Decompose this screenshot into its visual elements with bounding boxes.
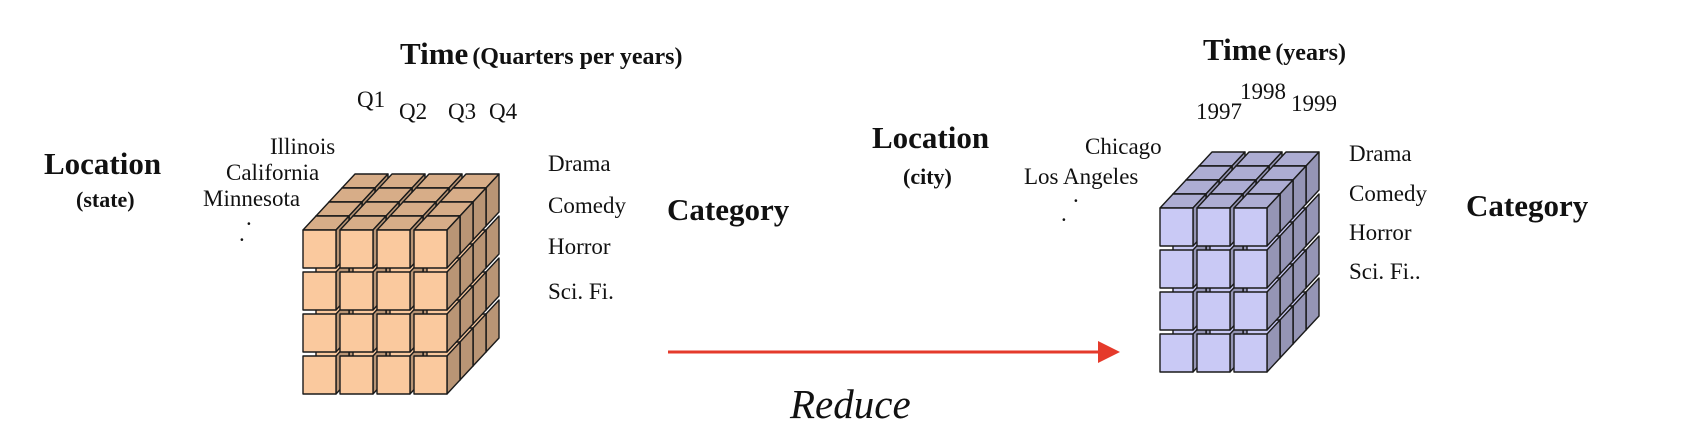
- cube-cell-front: [376, 271, 411, 311]
- right-time-axis-title: Time (years): [1203, 34, 1346, 65]
- cube-cell-front: [1159, 291, 1194, 331]
- cube-cell-front: [413, 229, 448, 269]
- cube-cell-front: [1159, 249, 1194, 289]
- cube-cell-front: [339, 271, 374, 311]
- reduce-arrow-head: [1098, 341, 1120, 363]
- right-location-label: Chicago: [1085, 134, 1162, 159]
- cube-cell-front: [1233, 207, 1268, 247]
- left-location-ellipsis: .: [239, 221, 245, 246]
- right-category-label: Horror: [1349, 220, 1412, 245]
- cube-cell-front: [376, 355, 411, 395]
- cube-cell-front: [1196, 249, 1231, 289]
- left-category-label: Drama: [548, 151, 611, 176]
- left-quarter-label: Q2: [399, 99, 428, 124]
- reduce-arrow: [668, 341, 1120, 363]
- cube-cell-front: [413, 271, 448, 311]
- left-category-title: Category: [667, 192, 790, 227]
- cube-cell-front: [1233, 333, 1268, 373]
- right-category-label: Sci. Fi..: [1349, 259, 1421, 284]
- left-time-axis-title: Time (Quarters per years): [400, 38, 682, 69]
- cube-cell-front: [1159, 333, 1194, 373]
- left-time-subtitle: (Quarters per years): [472, 44, 683, 70]
- right-category-label: Comedy: [1349, 181, 1427, 206]
- right-category-title: Category: [1466, 188, 1589, 223]
- left-location-ellipsis: .: [246, 205, 252, 230]
- cube-cell-front: [1196, 207, 1231, 247]
- cube-cell-front: [339, 355, 374, 395]
- right-year-label: 1999: [1291, 91, 1337, 116]
- left-data-cube: [302, 173, 500, 395]
- right-data-cube: [1159, 151, 1320, 373]
- left-location-subtitle: (state): [76, 187, 135, 212]
- left-location-label: California: [226, 160, 320, 185]
- left-quarter-label: Q1: [357, 87, 386, 112]
- right-time-title: Time: [1203, 32, 1272, 67]
- right-year-label: 1997: [1196, 99, 1242, 124]
- left-quarter-label: Q3: [448, 99, 477, 124]
- cube-cell-front: [376, 313, 411, 353]
- cube-cell-front: [302, 271, 337, 311]
- left-category-label: Horror: [548, 234, 611, 259]
- right-location-ellipsis: .: [1061, 201, 1067, 226]
- right-location-title: Location: [872, 120, 990, 155]
- right-location-ellipsis: .: [1073, 182, 1079, 207]
- cube-cell-front: [302, 355, 337, 395]
- cube-cell-front: [302, 229, 337, 269]
- left-location-title: Location: [44, 146, 162, 181]
- right-location-subtitle: (city): [903, 164, 952, 189]
- right-location-label: Los Angeles: [1024, 164, 1139, 189]
- right-year-label: 1998: [1240, 79, 1286, 104]
- cube-cell-front: [1196, 333, 1231, 373]
- left-category-label: Sci. Fi.: [548, 279, 614, 304]
- cube-cell-front: [376, 229, 411, 269]
- cube-cell-front: [413, 313, 448, 353]
- cube-cell-front: [1159, 207, 1194, 247]
- left-time-title: Time: [400, 36, 469, 71]
- left-category-label: Comedy: [548, 193, 626, 218]
- cube-cell-front: [1233, 249, 1268, 289]
- left-quarter-label: Q4: [489, 99, 518, 124]
- cube-cell-front: [339, 229, 374, 269]
- cube-cell-front: [339, 313, 374, 353]
- cube-cell-front: [413, 355, 448, 395]
- cube-cell-front: [302, 313, 337, 353]
- left-location-label: Minnesota: [203, 186, 301, 211]
- cube-cell-front: [1233, 291, 1268, 331]
- cube-cell-front: [1196, 291, 1231, 331]
- left-location-label: Illinois: [270, 134, 336, 159]
- right-time-subtitle: (years): [1275, 40, 1346, 66]
- reduce-label: Reduce: [790, 381, 911, 427]
- right-category-label: Drama: [1349, 141, 1412, 166]
